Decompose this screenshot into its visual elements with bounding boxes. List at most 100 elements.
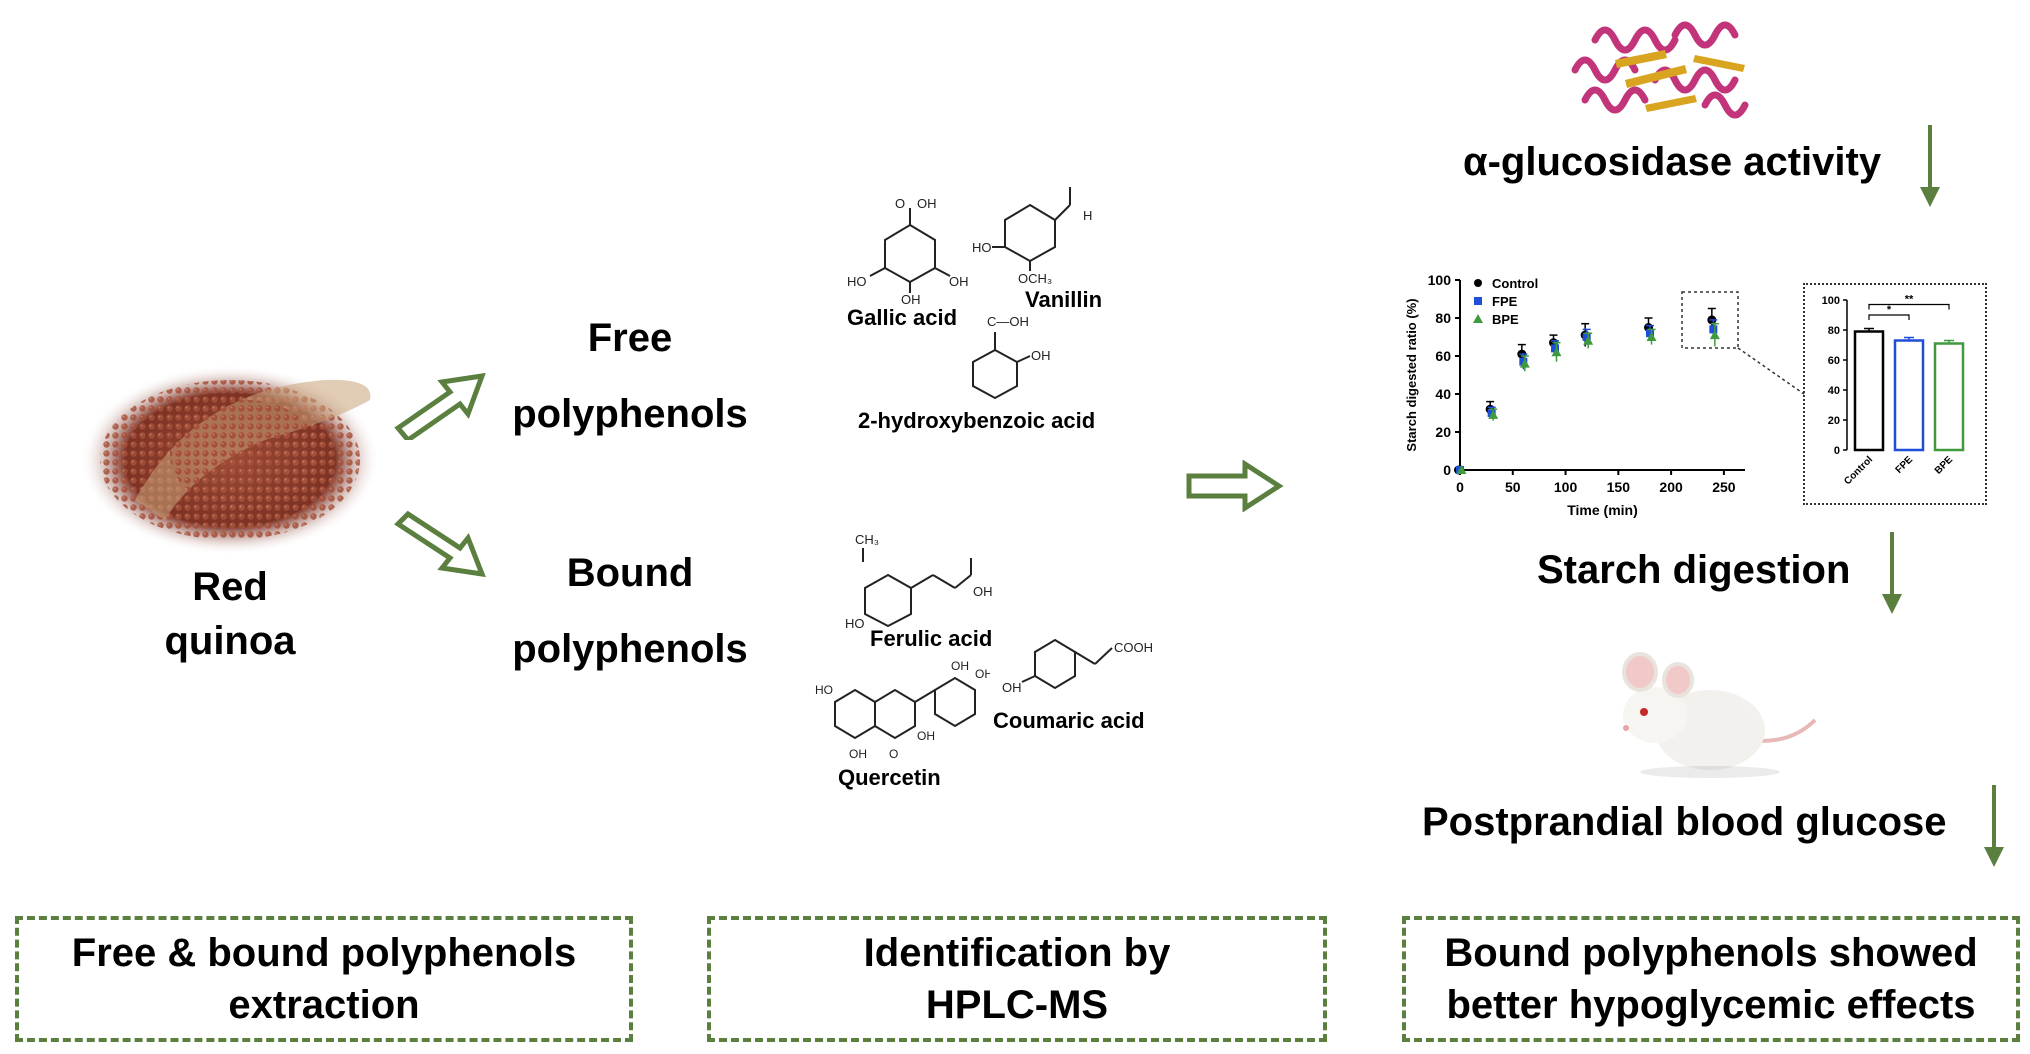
hydroxybenzoic-acid-structure: C—OH OH [972, 314, 1051, 400]
inset-y-tick-label: 20 [1828, 415, 1840, 427]
source-label-line1: Red [192, 565, 268, 609]
legend-marker [1474, 279, 1482, 287]
extraction-line2: extraction [228, 983, 420, 1027]
legend-label: Control [1492, 276, 1538, 291]
ferulic-acid-structure: CH₃ OH HO [845, 532, 993, 630]
hba-oh-label: OH [1031, 348, 1051, 363]
gallic-acid-structure: O OH OH HO OH [847, 196, 969, 305]
ferulic-oh-label: OH [973, 584, 993, 599]
source-label-line2: quinoa [164, 619, 296, 663]
zoom-connector [1681, 291, 1805, 395]
legend-marker [1474, 297, 1482, 305]
quercetin-o-label: O [889, 747, 898, 761]
legend-label: BPE [1492, 312, 1519, 327]
down-arrow-2-icon [1882, 532, 1902, 614]
free-line1: Free [587, 316, 673, 360]
identification-line1: Identification by [863, 931, 1171, 975]
quercetin-label: Quercetin [838, 765, 941, 790]
arrow-to-assays-icon [1186, 460, 1284, 512]
y-tick-label: 80 [1435, 310, 1451, 326]
significance-label: ** [1905, 294, 1914, 306]
x-tick-label: 150 [1607, 479, 1631, 495]
y-tick-label: 40 [1435, 386, 1451, 402]
significance-bracket [1868, 303, 1950, 310]
x-tick-label: 100 [1554, 479, 1578, 495]
data-point-fpe [1551, 344, 1559, 353]
coumaric-cooh-label: COOH [1114, 640, 1153, 655]
data-point-bpe [1488, 409, 1499, 419]
bar-control [1853, 330, 1885, 452]
gallic-acid-label: Gallic acid [847, 305, 958, 330]
down-arrow-1-icon [1920, 125, 1940, 207]
y-tick-label: 100 [1428, 272, 1452, 288]
data-point-bpe [1551, 347, 1562, 357]
inset-y-tick-label: 60 [1828, 355, 1840, 367]
gallic-ho-label: HO [847, 274, 867, 289]
y-tick-label: 20 [1435, 424, 1451, 440]
data-point-bpe [1646, 332, 1657, 341]
y-tick-label: 60 [1435, 348, 1451, 364]
coumaric-oh-label: OH [1002, 680, 1022, 695]
vanillin-h-label: H [1083, 208, 1092, 223]
significance-bracket [1868, 314, 1910, 320]
x-tick-label: 250 [1712, 479, 1736, 495]
inset-y-tick-label: 0 [1834, 445, 1840, 457]
result-box: Bound polyphenols showed better hypoglyc… [1402, 916, 2020, 1042]
bar-bpe [1933, 342, 1965, 452]
inset-y-tick-label: 80 [1828, 325, 1840, 337]
data-point-bpe [1519, 358, 1530, 368]
gallic-oh3-label: OH [901, 292, 921, 305]
coumaric-acid-label: Coumaric acid [993, 708, 1145, 733]
glucosidase-activity-label: α-glucosidase activity [1463, 140, 1882, 184]
hba-coh-label: C—OH [987, 314, 1029, 329]
free-polyphenols-label: Free polyphenols [490, 300, 770, 452]
arrow-to-bound-icon [394, 510, 486, 578]
mouse-image [1622, 652, 1817, 778]
starch-digestion-label: Starch digestion [1537, 548, 1851, 592]
ferulic-ch3-label: CH₃ [855, 532, 879, 547]
extraction-line1: Free & bound polyphenols [71, 931, 577, 975]
inset-x-tick-label: BPE [1933, 454, 1956, 477]
data-point-fpe [1646, 329, 1654, 338]
gallic-o-label: O [895, 196, 905, 211]
y-tick-label: 0 [1443, 462, 1451, 478]
down-arrow-3-icon [1984, 785, 2004, 867]
red-quinoa-image [80, 365, 380, 555]
alpha-glucosidase-protein-image [1571, 21, 1749, 119]
vanillin-label: Vanillin [1025, 287, 1103, 312]
data-point-fpe [1709, 325, 1718, 334]
result-line2: better hypoglycemic effects [1446, 983, 1976, 1027]
ferulic-ho-label: HO [845, 616, 865, 630]
bound-line2: polyphenols [512, 627, 748, 671]
data-point-bpe [1709, 330, 1720, 340]
result-line1: Bound polyphenols showed [1444, 931, 1978, 975]
quercetin-oh3-label: OH [917, 729, 935, 743]
inset-bar-chart-frame [1803, 283, 1987, 505]
legend-label: FPE [1492, 294, 1518, 309]
quercetin-ho-label: HO [815, 683, 833, 697]
inset-y-tick-label: 100 [1822, 295, 1840, 307]
vanillin-och3-label: OCH₃ [1018, 271, 1052, 285]
gallic-oh-label: OH [917, 196, 937, 211]
ferulic-acid-label: Ferulic acid [870, 626, 993, 651]
x-tick-label: 50 [1505, 479, 1521, 495]
significance-label: * [1887, 304, 1892, 316]
postprandial-glucose-label: Postprandial blood glucose [1422, 800, 1947, 844]
bound-polyphenols-label: Bound polyphenols [490, 535, 770, 687]
x-tick-label: 200 [1659, 479, 1683, 495]
hydroxybenzoic-acid-label: 2-hydroxybenzoic acid [858, 408, 1096, 433]
y-axis-label: Starch digested ratio (%) [1404, 298, 1419, 451]
gallic-oh2-label: OH [949, 274, 969, 289]
quercetin-oh4-label: OH [849, 747, 867, 761]
data-point-bpe [1456, 465, 1467, 474]
data-point-bpe [1583, 335, 1594, 345]
quercetin-oh2-label: OH [975, 667, 990, 681]
x-tick-label: 0 [1456, 479, 1464, 495]
bar-fpe [1893, 339, 1925, 452]
arrow-to-free-icon [394, 372, 486, 440]
x-axis-label: Time (min) [1567, 502, 1638, 518]
data-point-fpe [1582, 333, 1591, 341]
inset-x-tick-label: FPE [1894, 454, 1916, 476]
